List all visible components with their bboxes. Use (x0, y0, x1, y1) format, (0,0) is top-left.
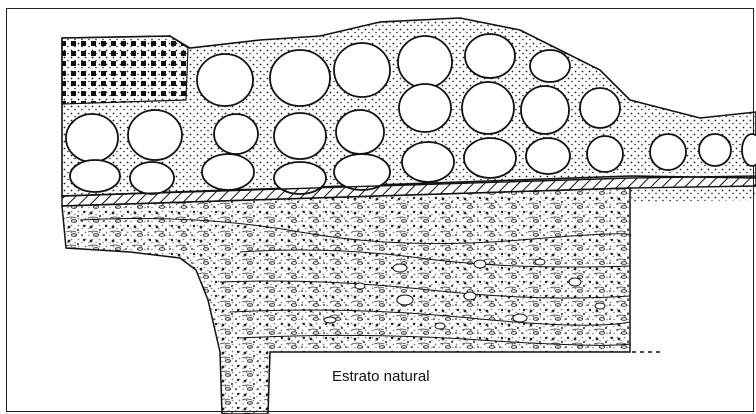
grid-block (62, 36, 188, 104)
boulder (274, 113, 326, 159)
boulder (130, 162, 174, 194)
boulder (521, 86, 569, 134)
boulder (334, 154, 390, 190)
boulder (464, 138, 516, 178)
boulder (128, 110, 182, 160)
boulder (530, 50, 570, 82)
boulder (399, 84, 451, 132)
boulder (462, 82, 514, 134)
boulder (742, 134, 756, 166)
natural-stratum-label: Estrato natural (332, 368, 430, 385)
boulder (699, 134, 731, 166)
boulder (270, 50, 330, 106)
boulder (526, 138, 570, 174)
pit-edge (630, 186, 756, 202)
boulder (580, 88, 620, 128)
boulder (202, 154, 254, 190)
boulder (650, 134, 686, 170)
boulder (465, 34, 515, 78)
boulder (197, 54, 253, 106)
boulder (398, 36, 452, 88)
boulder (66, 114, 118, 162)
boulder (402, 142, 454, 182)
boulder (336, 110, 384, 154)
boulder (70, 160, 120, 192)
boulder (214, 114, 258, 154)
boulder (334, 43, 390, 97)
boulder (587, 136, 623, 172)
